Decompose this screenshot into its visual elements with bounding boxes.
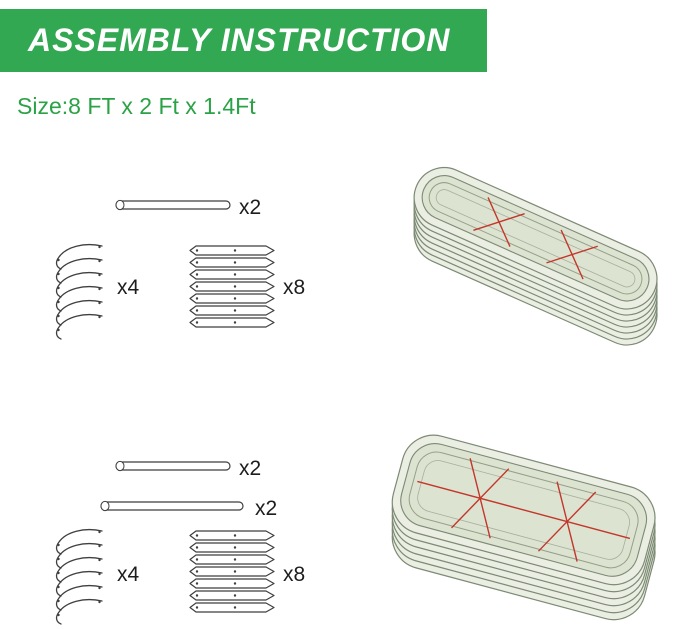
title-banner: ASSEMBLY INSTRUCTION xyxy=(0,9,487,72)
qty-label-step2-panel: x8 xyxy=(283,563,306,586)
qty-label-step1-rod: x2 xyxy=(239,196,262,219)
size-text: Size:8 FT x 2 Ft x 1.4Ft xyxy=(17,93,256,119)
assembled-rect-bed xyxy=(384,427,663,628)
oval-bed-inner-wall xyxy=(421,175,650,302)
oval-bed-inner-line-1 xyxy=(428,182,643,295)
oval-bed-inner-line-2 xyxy=(435,189,636,288)
step2-side-panel-icon xyxy=(190,531,274,612)
step1-corner-panel-icon xyxy=(57,245,102,339)
step1-rod-icon xyxy=(115,199,231,211)
step1-parts xyxy=(57,199,274,339)
oval-bed-interior xyxy=(421,175,650,302)
oval-bed-cross-rods xyxy=(473,197,598,280)
rect-bed-interior xyxy=(400,443,648,577)
step2-rod-icon xyxy=(115,460,231,472)
step2-long-rod-icon xyxy=(100,500,244,512)
page-title: ASSEMBLY INSTRUCTION xyxy=(28,22,451,58)
assembled-oval-bed xyxy=(403,157,668,356)
step1-side-panel-icon xyxy=(190,246,274,327)
qty-label-step1-panel: x8 xyxy=(283,276,306,299)
qty-label-step2-corner: x4 xyxy=(117,563,140,586)
step2-parts xyxy=(57,460,274,624)
rect-bed-cross-rods xyxy=(417,458,631,562)
qty-label-step2-rod: x2 xyxy=(239,457,262,480)
step2-corner-panel-icon xyxy=(57,530,102,624)
qty-label-step1-corner: x4 xyxy=(117,276,140,299)
rect-bed-inner-line-1 xyxy=(408,451,639,569)
qty-label-step2-long-rod: x2 xyxy=(255,497,278,520)
